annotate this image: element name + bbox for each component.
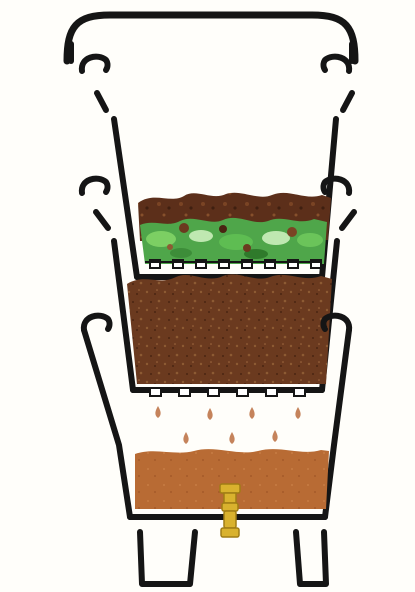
lid	[67, 15, 355, 61]
spigot-icon	[220, 484, 240, 537]
tray-handle-icon	[82, 179, 108, 193]
drip-droplet-icon	[249, 407, 254, 419]
tray-handle-icon	[82, 57, 349, 71]
top-tray	[97, 93, 352, 277]
left-leg	[140, 532, 195, 584]
drip-droplet-icon	[229, 432, 234, 444]
drip-droplets	[155, 406, 300, 444]
drip-droplet-icon	[155, 406, 160, 418]
drip-droplet-icon	[207, 408, 212, 420]
drip-droplet-icon	[272, 430, 277, 442]
right-leg	[296, 532, 326, 584]
drip-droplet-icon	[183, 432, 188, 444]
support-legs	[140, 532, 326, 584]
middle-compost-layer	[127, 274, 332, 384]
tray-handle-icon	[84, 316, 110, 330]
drip-droplet-icon	[295, 407, 300, 419]
